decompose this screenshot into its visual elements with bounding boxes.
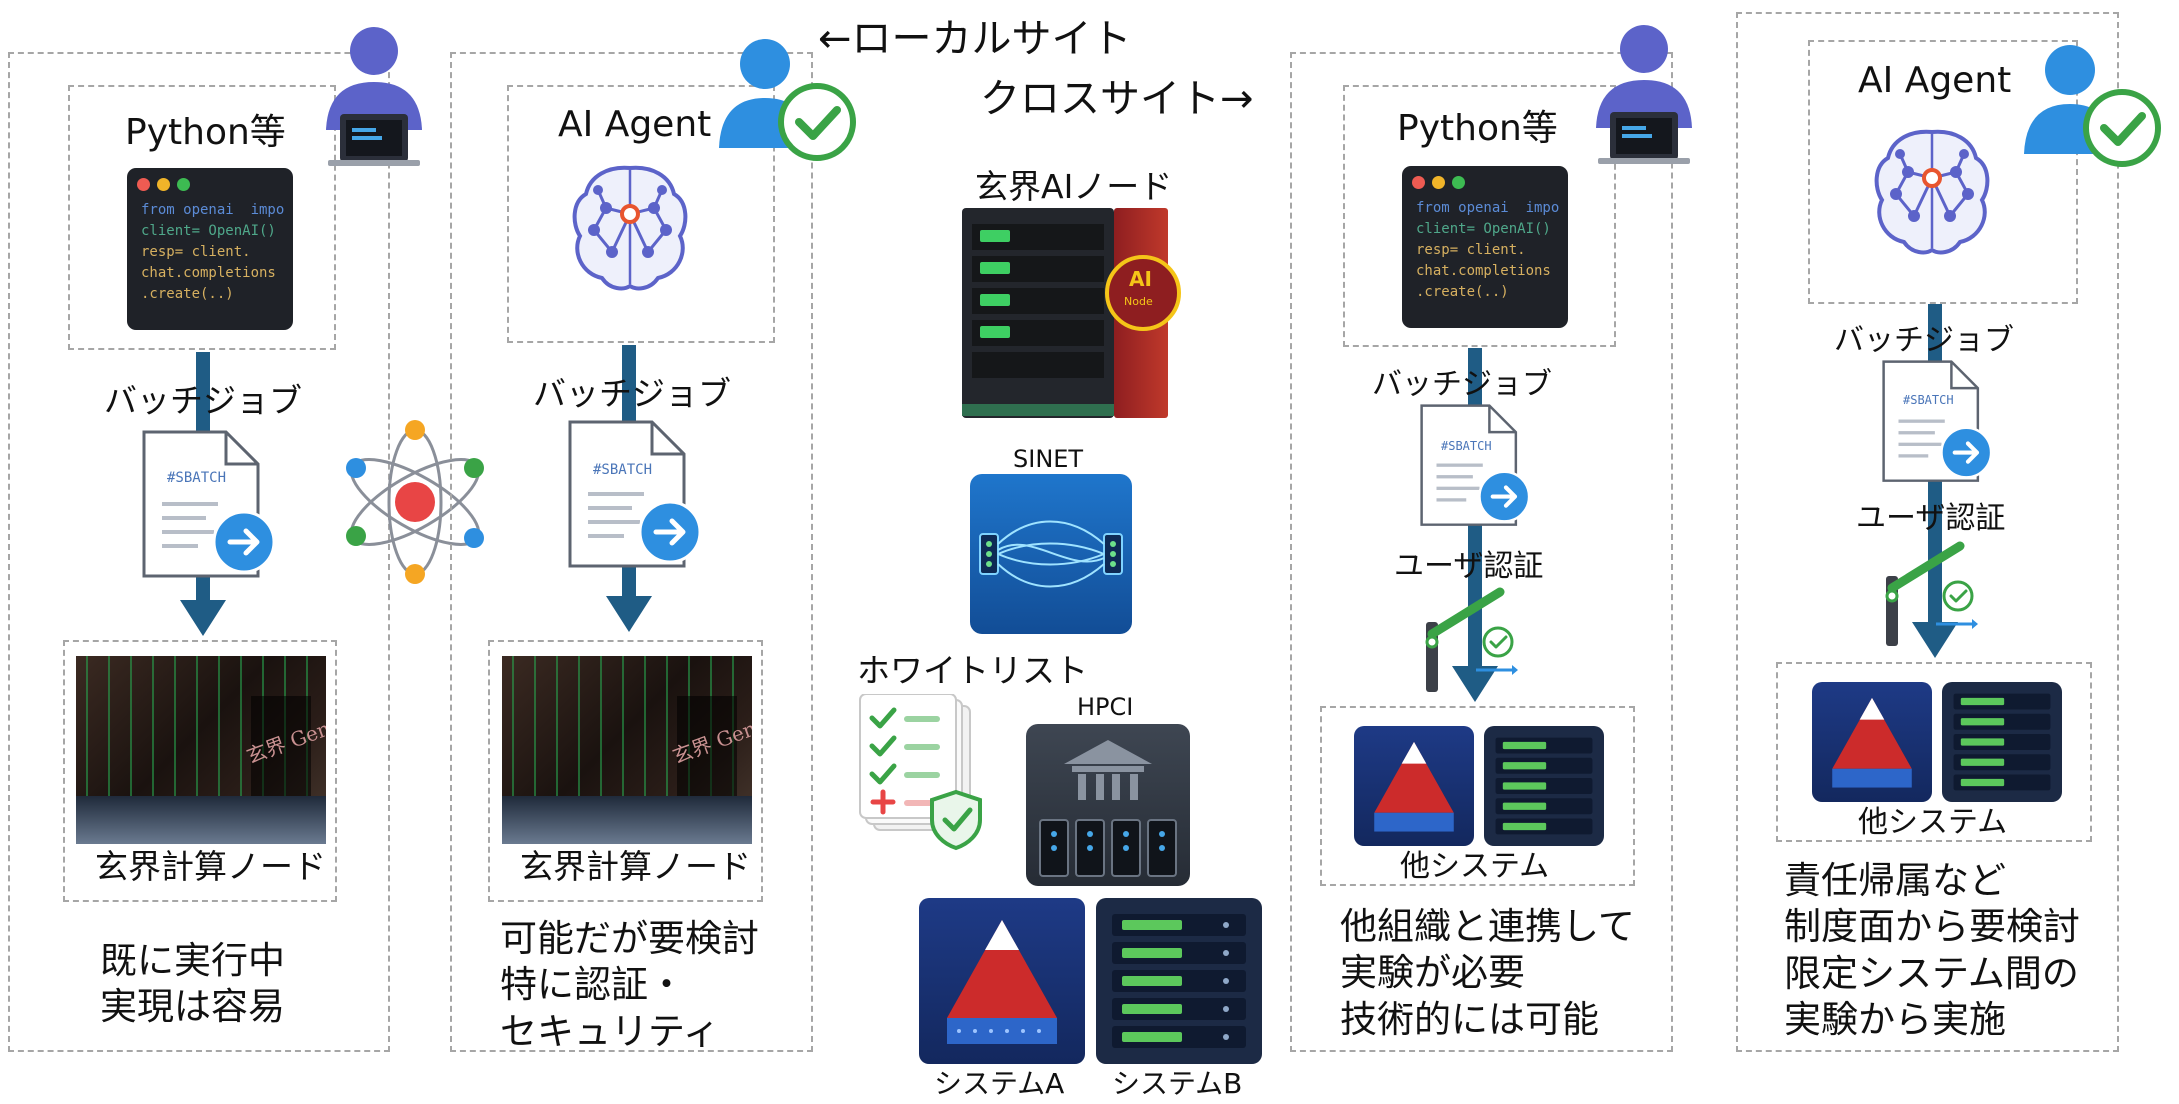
system-a-label: システムA — [934, 1067, 1065, 1100]
system-b-label: システムB — [1112, 1067, 1243, 1100]
sbatch-text: #SBATCH — [167, 470, 227, 486]
panel-description: 既に実行中 実現は容易 — [100, 939, 285, 1029]
person-laptop-icon — [1596, 25, 1692, 164]
target-label: 玄界計算ノード — [520, 847, 751, 886]
source-box — [507, 85, 775, 343]
code-line: resp= client. — [1416, 242, 1526, 258]
code-line: chat.completions — [1416, 263, 1551, 279]
panel-description: 可能だが要検討 特に認証・ セキュリティ — [500, 917, 759, 1053]
cross-site-label: クロスサイト→ — [980, 76, 1254, 122]
hpci-icon — [1026, 724, 1190, 886]
arrow-head — [1912, 622, 1958, 658]
source-title: AI Agent — [558, 104, 712, 145]
panel-cross-agent — [1736, 12, 2119, 1052]
code-line: resp= client. — [141, 244, 251, 260]
target-box — [1320, 706, 1635, 886]
panel-local-python — [8, 52, 390, 1052]
source-title: AI Agent — [1858, 60, 2012, 101]
source-box — [1343, 85, 1616, 347]
person-check-icon — [719, 39, 856, 161]
whitelist-label: ホワイトリスト — [857, 651, 1088, 690]
batch-job-label: バッチジョブ — [1834, 323, 2014, 358]
source-box — [1808, 40, 2078, 304]
sbatch-text: #SBATCH — [1903, 393, 1954, 407]
panel-description: 責任帰属など 制度面から要検討 限定システム間の 実験から実施 — [1784, 859, 2080, 1041]
source-box — [68, 85, 336, 350]
code-line: client= OpenAI() — [141, 223, 276, 239]
target-box — [63, 640, 337, 902]
local-site-label: ←ローカルサイト — [818, 16, 1132, 62]
auth-gate-icon — [1885, 541, 1978, 646]
code-line: .create(..) — [141, 286, 234, 302]
ai-badge-sub: Node — [1124, 295, 1153, 308]
code-line: client= OpenAI() — [1416, 221, 1551, 237]
batch-job-label: バッチジョブ — [1372, 367, 1552, 402]
batch-document-icon — [568, 420, 702, 568]
sinet-network-icon — [970, 474, 1132, 634]
ai-node-label: 玄界AIノード — [975, 167, 1173, 206]
ai-node-rack — [962, 208, 1114, 418]
panel-local-agent — [450, 52, 813, 1052]
sinet-label: SINET — [1013, 445, 1084, 473]
batch-job-label: バッチジョブ — [104, 381, 302, 420]
target-label: 玄界計算ノード — [95, 847, 326, 886]
batch-document-icon — [1882, 360, 1993, 482]
code-snippet: from openai impo client= OpenAI() resp= … — [1402, 166, 1568, 328]
source-title: Python等 — [1397, 108, 1558, 149]
ai-node-badge — [1105, 255, 1181, 331]
code-line: from openai impo — [141, 202, 285, 218]
auth-gate-icon — [1425, 587, 1518, 692]
ai-badge-main: AI — [1129, 267, 1152, 291]
supercomputer-photo: 玄界 Genkai — [76, 656, 326, 844]
panel-cross-python — [1290, 52, 1673, 1052]
batch-document-icon — [142, 430, 276, 578]
atom-icon — [346, 420, 484, 584]
other-system-mountain-icon — [1354, 726, 1474, 846]
system-b-icon — [1096, 898, 1262, 1064]
other-system-mountain-icon — [1812, 682, 1932, 802]
sbatch-text: #SBATCH — [593, 462, 653, 478]
batch-job-label: バッチジョブ — [533, 374, 731, 413]
target-label: 他システム — [1400, 849, 1550, 884]
code-line: chat.completions — [141, 265, 276, 281]
other-system-rack-icon — [1484, 726, 1604, 846]
person-check-icon — [2024, 45, 2161, 167]
code-line: .create(..) — [1416, 284, 1509, 300]
hpci-label: HPCI — [1077, 693, 1134, 721]
target-box — [488, 640, 763, 902]
target-box — [1776, 662, 2092, 842]
panel-description: 他組織と連携して 実験が必要 技術的には可能 — [1340, 905, 1635, 1041]
person-laptop-icon — [326, 27, 422, 166]
arrow-head — [606, 596, 652, 632]
system-a-icon — [919, 898, 1085, 1064]
ai-brain-icon — [1874, 129, 1990, 255]
code-snippet: from openai impo client= OpenAI() resp= … — [127, 168, 293, 330]
auth-label: ユーザ認証 — [1394, 549, 1544, 584]
supercomputer-photo: 玄界 Genkai — [502, 656, 752, 844]
other-system-rack-icon — [1942, 682, 2062, 802]
ai-brain-icon — [572, 165, 688, 291]
source-title: Python等 — [125, 112, 286, 153]
code-line: from openai impo — [1416, 200, 1560, 216]
sbatch-text: #SBATCH — [1441, 439, 1492, 453]
arrow-head — [180, 600, 226, 636]
target-label: 他システム — [1858, 805, 2008, 840]
arrow-head — [1452, 666, 1498, 702]
auth-label: ユーザ認証 — [1856, 501, 2006, 536]
batch-document-icon — [1420, 404, 1531, 526]
whitelist-icon — [859, 694, 982, 851]
